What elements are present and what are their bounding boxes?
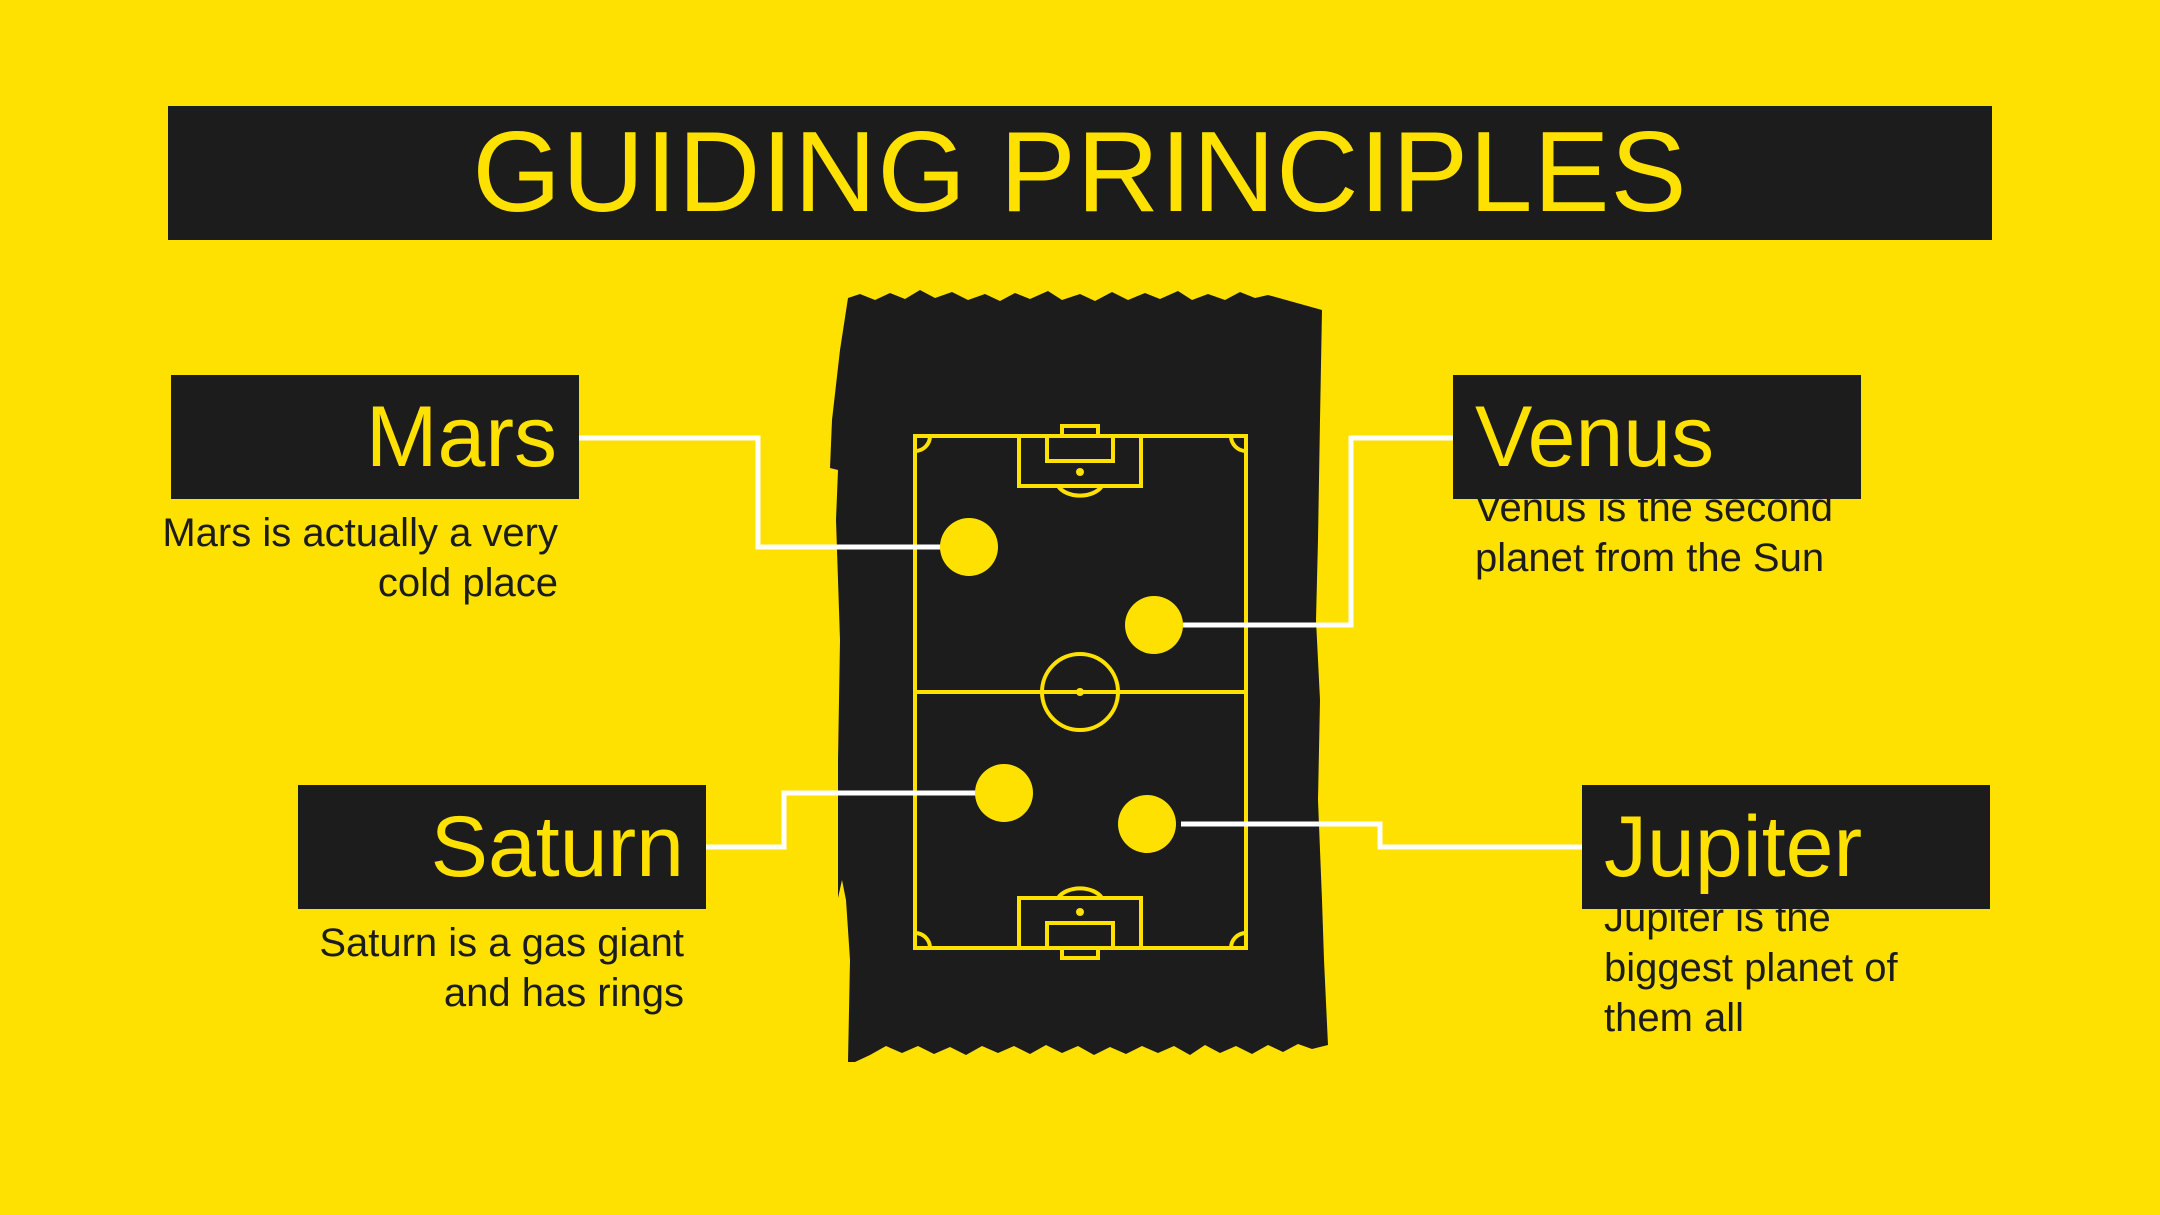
torn-paper-shape	[830, 290, 1328, 1062]
connectors	[578, 435, 1582, 850]
description-jupiter: Jupiter is the biggest planet of them al…	[1604, 896, 1898, 1040]
player-dot-venus	[1125, 596, 1183, 654]
label-box-saturn: Saturn	[298, 785, 706, 909]
corner-arc-bl	[914, 931, 932, 949]
description-venus: Venus is the second planet from the Sun	[1475, 486, 1834, 580]
corner-arc-tl	[914, 435, 932, 453]
connector-mars	[578, 435, 944, 550]
corner-arc-br	[1229, 931, 1247, 949]
top-goal	[1060, 424, 1100, 438]
label-jupiter: Jupiter	[1604, 799, 1863, 895]
page-title: GUIDING PRINCIPLES	[472, 109, 1688, 236]
player-dot-mars	[940, 518, 998, 576]
label-mars: Mars	[365, 389, 557, 485]
label-box-jupiter: Jupiter	[1582, 785, 1990, 909]
label-box-mars: Mars	[171, 375, 579, 499]
title-banner: GUIDING PRINCIPLES	[168, 106, 1992, 240]
field-markings	[913, 424, 1248, 960]
connector-saturn	[706, 790, 977, 850]
center-spot	[1076, 688, 1084, 696]
label-box-venus: Venus	[1453, 375, 1861, 499]
top-penalty-arc	[1056, 484, 1104, 498]
bottom-penalty-arc	[1056, 886, 1104, 900]
label-saturn: Saturn	[430, 799, 684, 895]
label-venus: Venus	[1475, 389, 1715, 485]
top-penalty-spot	[1076, 468, 1084, 476]
description-saturn: Saturn is a gas giant and has rings	[319, 921, 684, 1015]
corner-arc-tr	[1229, 435, 1247, 453]
center-circle	[1040, 652, 1120, 732]
connector-venus	[1183, 435, 1453, 628]
bottom-penalty-spot	[1076, 908, 1084, 916]
player-dot-jupiter	[1118, 795, 1176, 853]
connector-jupiter	[1181, 821, 1582, 850]
bottom-goal	[1060, 946, 1100, 960]
description-mars: Mars is actually a very cold place	[162, 511, 558, 605]
player-dot-saturn	[975, 764, 1033, 822]
